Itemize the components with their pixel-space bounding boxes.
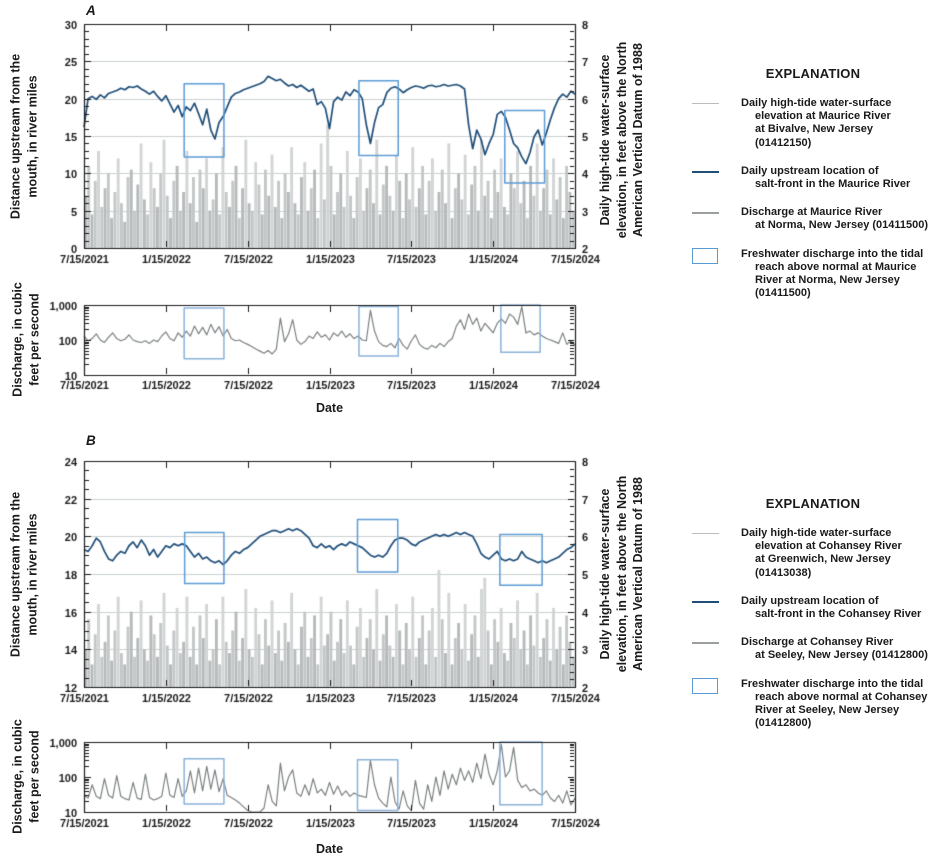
b-main-right-axis-title: Daily high-tide water-surface elevation,… <box>598 475 645 673</box>
legend-item-line: (01411500) <box>755 287 811 300</box>
legend-swatch-column <box>692 595 741 621</box>
gray-line-swatch <box>692 212 719 215</box>
legend-swatch-column <box>692 165 741 191</box>
legend-swatch-column <box>692 677 741 731</box>
legend-item-line: Daily high-tide water-surface <box>741 97 892 109</box>
legend-swatch-column <box>692 206 741 232</box>
explanation-a-title: EXPLANATION <box>765 66 861 81</box>
legend-item-line: salt-front in the Cohansey River <box>755 608 922 621</box>
a-main-right-axis-title: Daily high-tide water-surface elevation,… <box>598 41 645 239</box>
legend-item-line: at Seeley, New Jersey (01412800) <box>755 649 928 662</box>
a-x-axis-title: Date <box>315 401 344 415</box>
light-gray-line-swatch <box>692 103 719 104</box>
panel-b-letter: B <box>86 433 96 448</box>
legend-item-line: Daily upstream location of <box>741 164 879 177</box>
blue-box-swatch <box>692 677 718 694</box>
a-main-left-axis-title: Distance upstream from the mouth, in riv… <box>8 53 40 220</box>
legend-item-line: reach above normal at Maurice <box>755 260 917 273</box>
legend-swatch-column <box>692 527 741 580</box>
legend-swatch-column <box>692 97 741 150</box>
legend-item-line: River at Seeley, New Jersey <box>755 704 900 717</box>
blue-line-swatch <box>692 170 719 173</box>
legend-item-line: Daily upstream location of <box>741 594 879 607</box>
gray-line-swatch <box>692 642 719 645</box>
legend-swatch-column <box>692 636 741 662</box>
legend-item-line: at Norma, New Jersey (01411500) <box>755 219 929 232</box>
panel-a-letter: A <box>86 3 96 18</box>
legend-item-line: reach above normal at Cohansey <box>755 690 928 703</box>
explanation-panel-a: EXPLANATION Daily high-tide water-surfac… <box>692 66 930 315</box>
legend-item-line: Daily high-tide water-surface <box>741 527 892 539</box>
explanation-panel-b: EXPLANATION Daily high-tide water-surfac… <box>692 496 930 745</box>
legend-swatch-column <box>692 247 741 301</box>
legend-item-line: Discharge at Cohansey River <box>741 636 894 649</box>
light-gray-line-swatch <box>692 533 719 534</box>
b-discharge-axis-title: Discharge, in cubic feet per second <box>10 719 42 834</box>
legend-item-line: salt-front in the Maurice River <box>755 178 911 191</box>
legend-item-line: Freshwater discharge into the tidal <box>741 247 924 260</box>
legend-item-line: (01412800) <box>755 717 812 730</box>
legend-item-line: at Bivalve, New Jersey <box>755 123 874 136</box>
legend-item-line: Freshwater discharge into the tidal <box>741 677 924 690</box>
explanation-b-title: EXPLANATION <box>765 496 861 511</box>
legend-item-line: Discharge at Maurice River <box>741 206 883 219</box>
legend-item-line: elevation at Cohansey River <box>755 540 902 553</box>
legend-item-line: (01413038) <box>755 566 812 579</box>
blue-box-swatch <box>692 247 718 264</box>
legend-item-line: at Greenwich, New Jersey <box>755 553 891 566</box>
a-discharge-axis-title: Discharge, in cubic feet per second <box>10 282 42 397</box>
legend-item-line: elevation at Maurice River <box>755 110 891 123</box>
legend-item-line: River at Norma, New Jersey <box>755 274 900 287</box>
blue-line-swatch <box>692 600 719 603</box>
b-x-axis-title: Date <box>315 842 344 856</box>
b-main-left-axis-title: Distance upstream from the mouth, in riv… <box>8 491 40 658</box>
legend-item-line: (01412150) <box>755 136 812 149</box>
